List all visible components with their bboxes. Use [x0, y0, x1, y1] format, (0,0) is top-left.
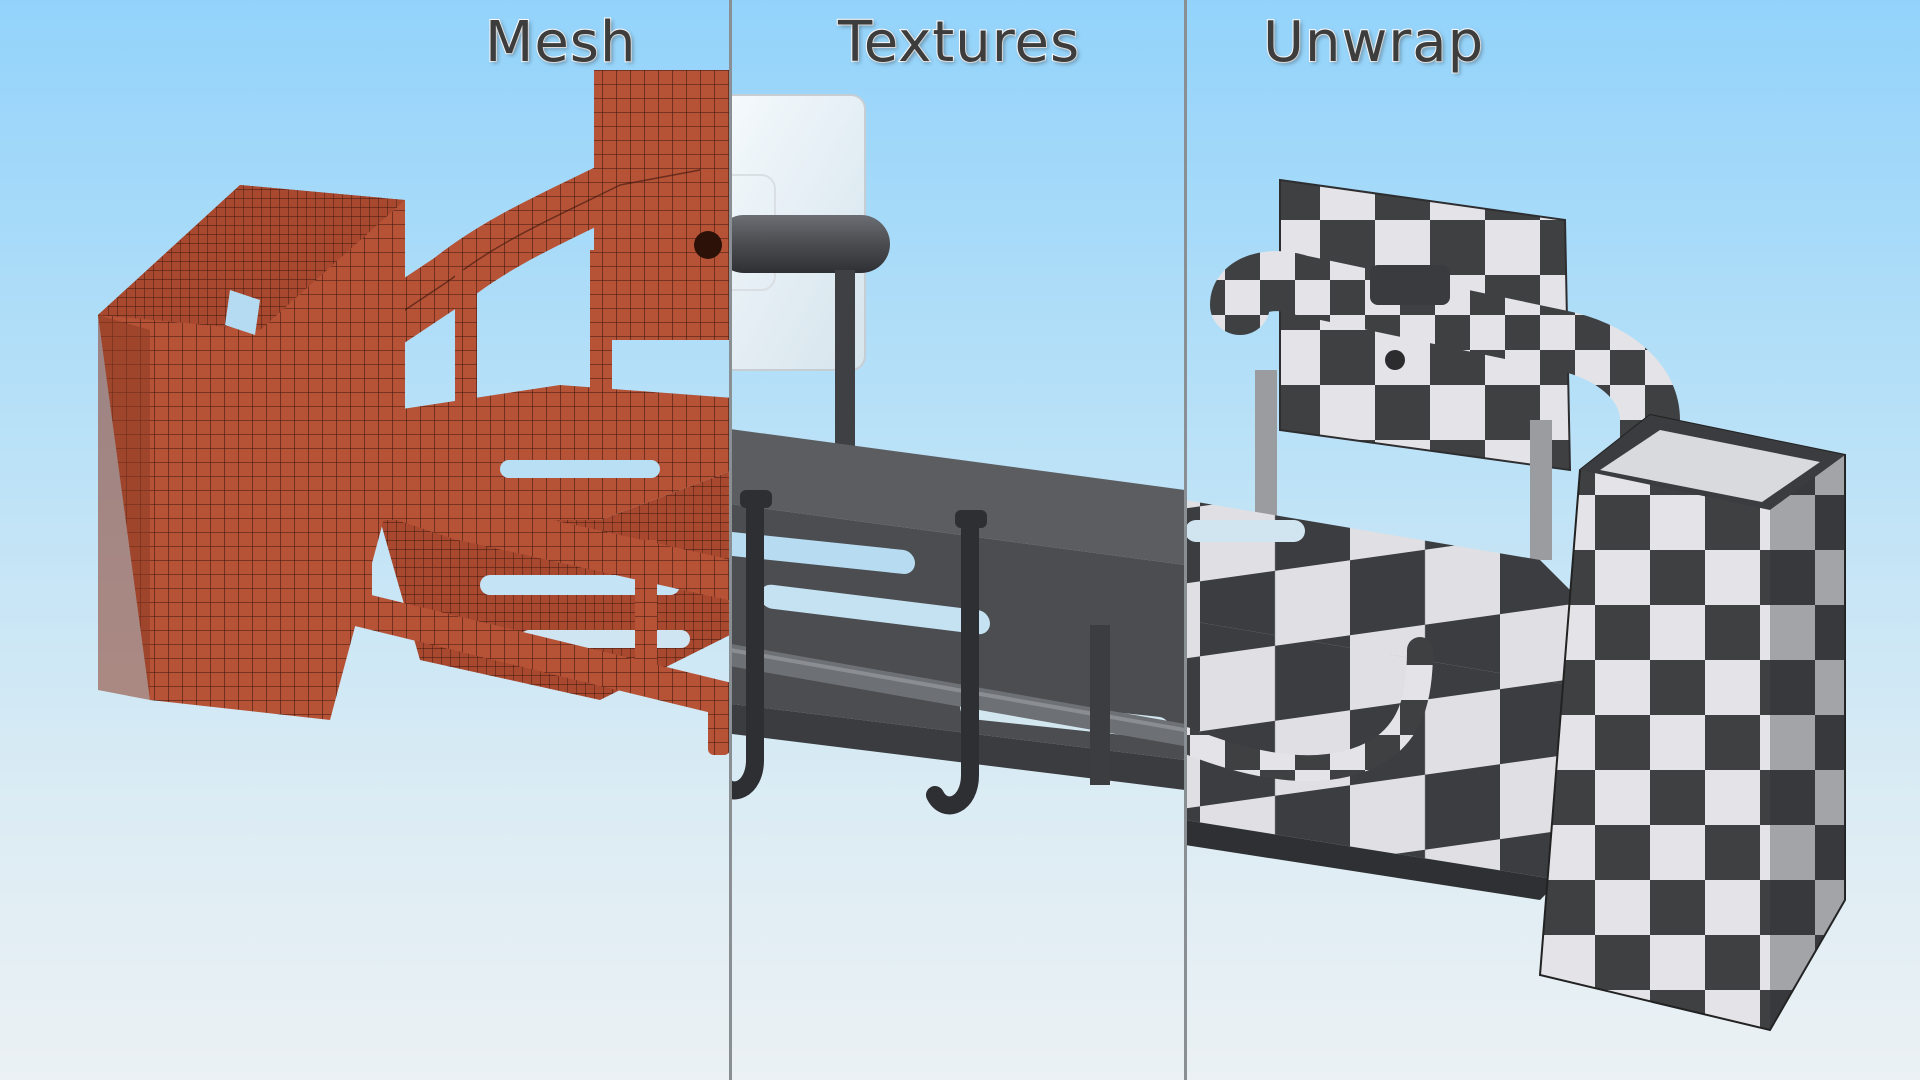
mesh-label: Mesh — [484, 9, 637, 76]
mesh-section — [98, 70, 730, 755]
unwrap-section — [1185, 178, 1846, 1032]
textures-section — [730, 94, 1185, 815]
unwrap-label: Unwrap — [1262, 9, 1485, 76]
panel-divider-left — [729, 0, 732, 1080]
panel-divider-right — [1184, 0, 1187, 1080]
textures-label: Textures — [837, 9, 1081, 76]
